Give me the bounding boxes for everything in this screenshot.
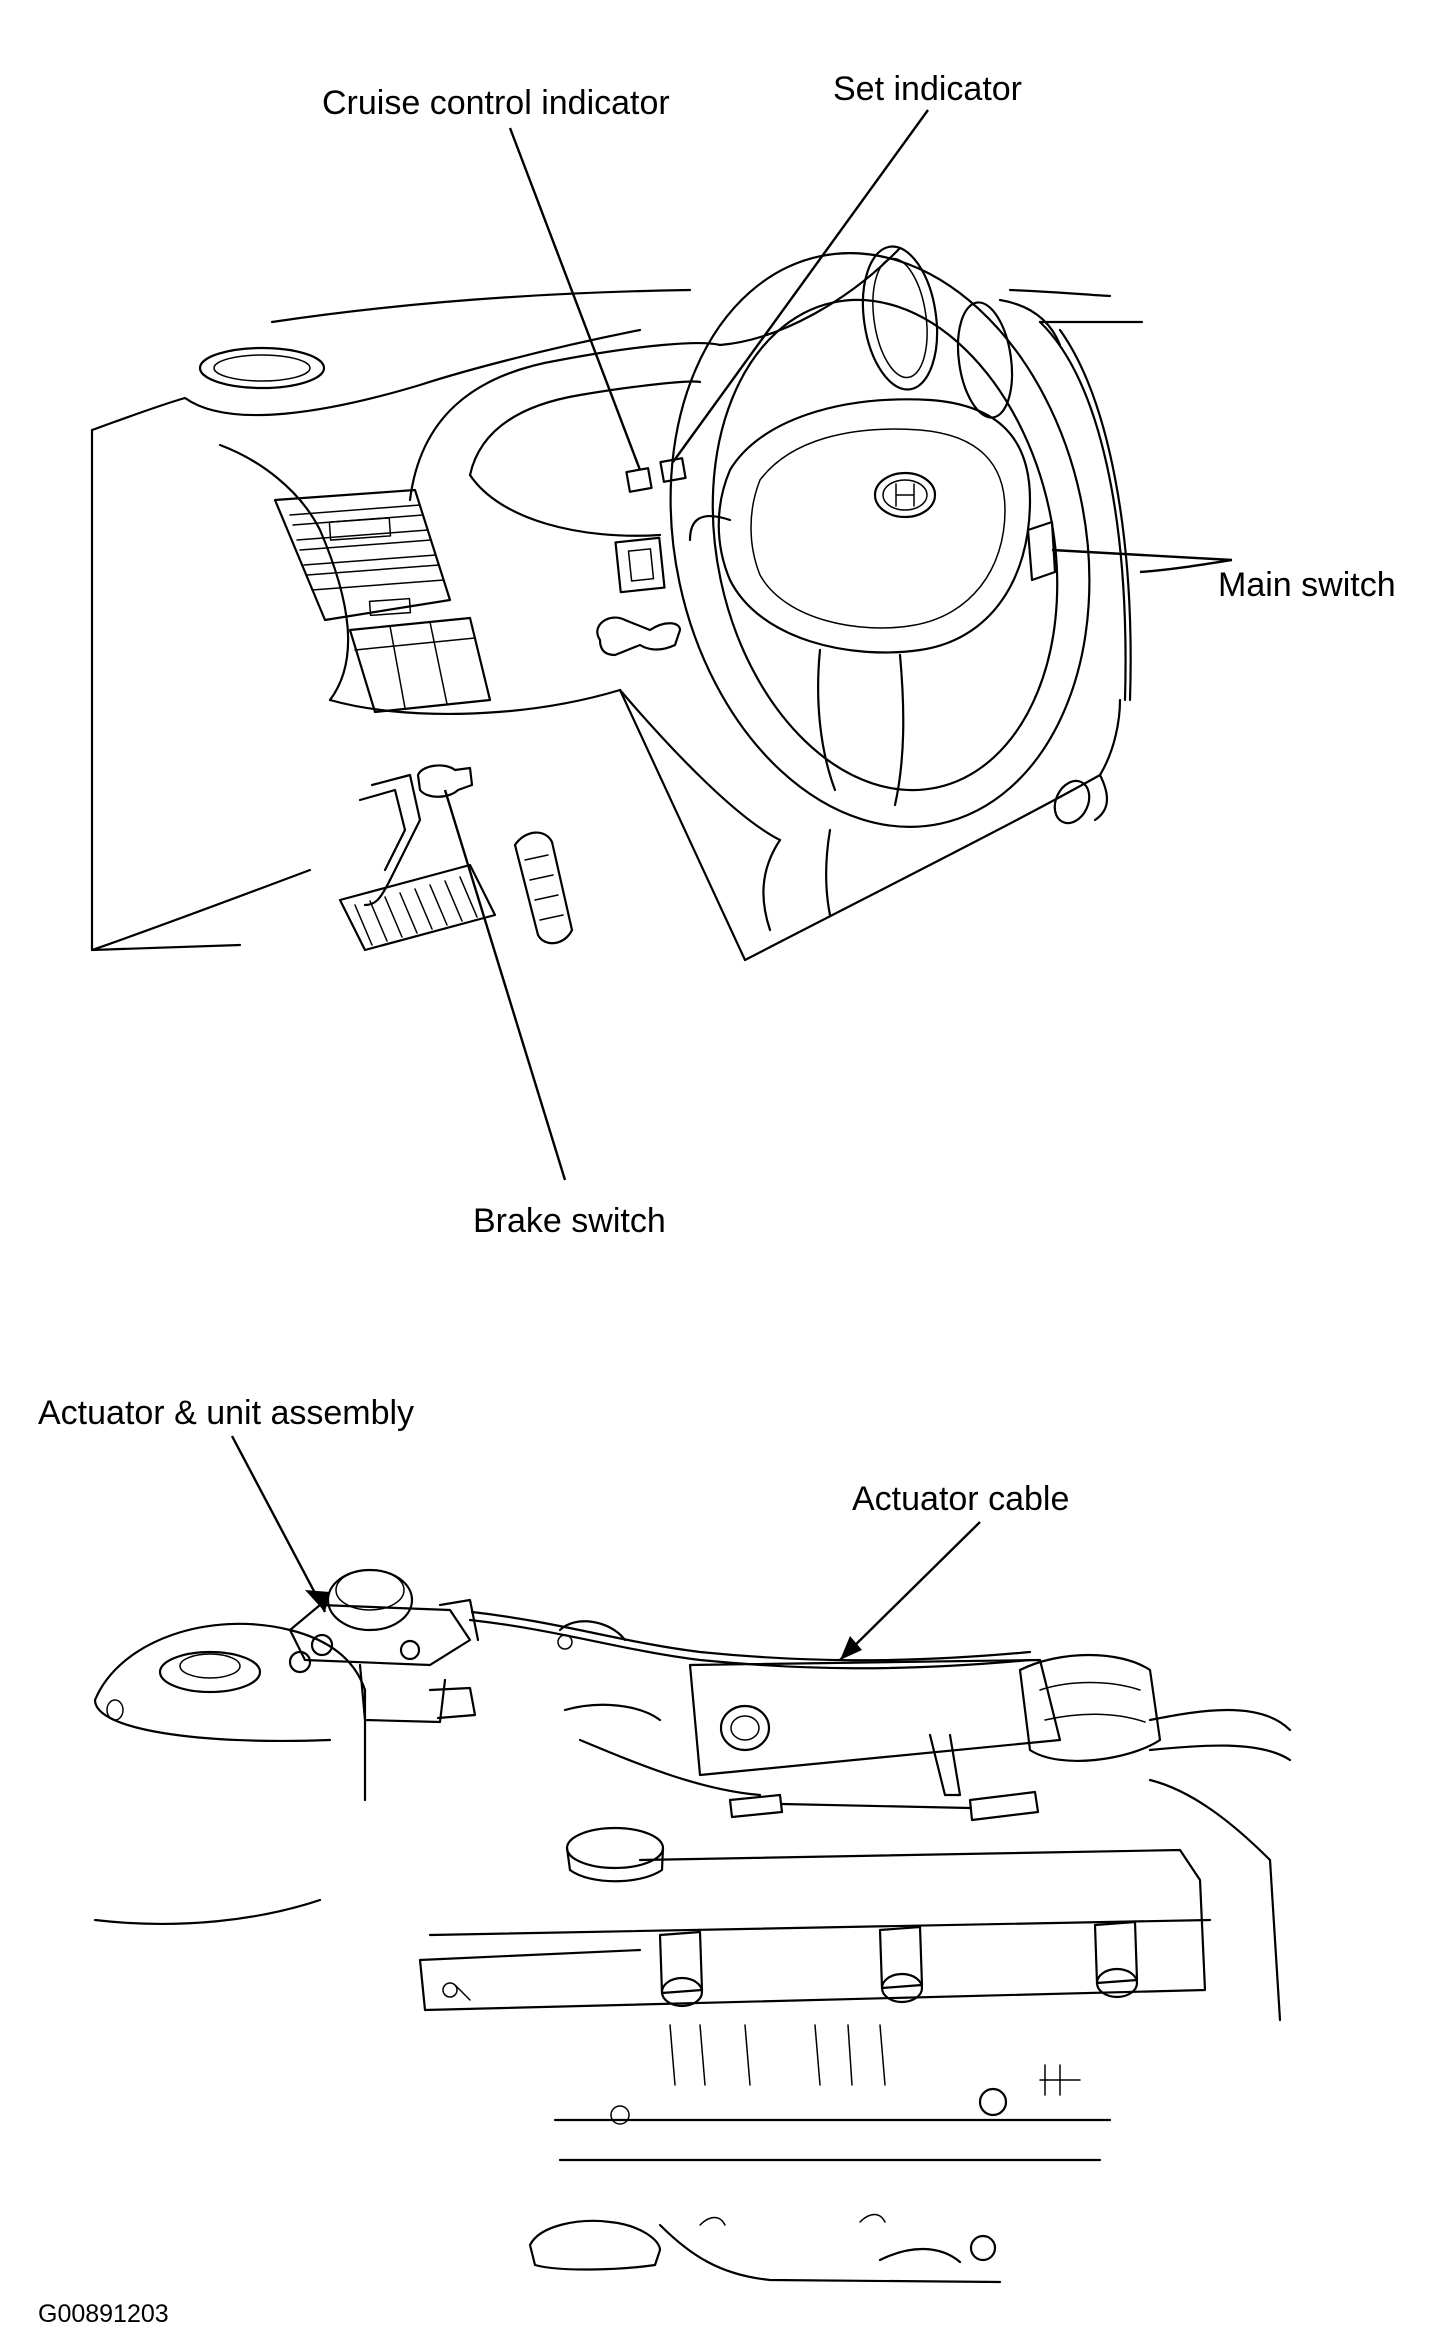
callout-cruise-control-indicator: Cruise control indicator [322, 84, 670, 122]
callout-actuator-unit-assembly: Actuator & unit assembly [38, 1394, 415, 1432]
figure-id: G00891203 [38, 2300, 169, 2328]
dashboard-illustration [90, 109, 1233, 1181]
callout-set-indicator: Set indicator [833, 70, 1022, 108]
callout-actuator-cable: Actuator cable [852, 1480, 1070, 1518]
callout-brake-switch: Brake switch [473, 1202, 666, 1240]
callout-main-switch: Main switch [1218, 566, 1396, 604]
